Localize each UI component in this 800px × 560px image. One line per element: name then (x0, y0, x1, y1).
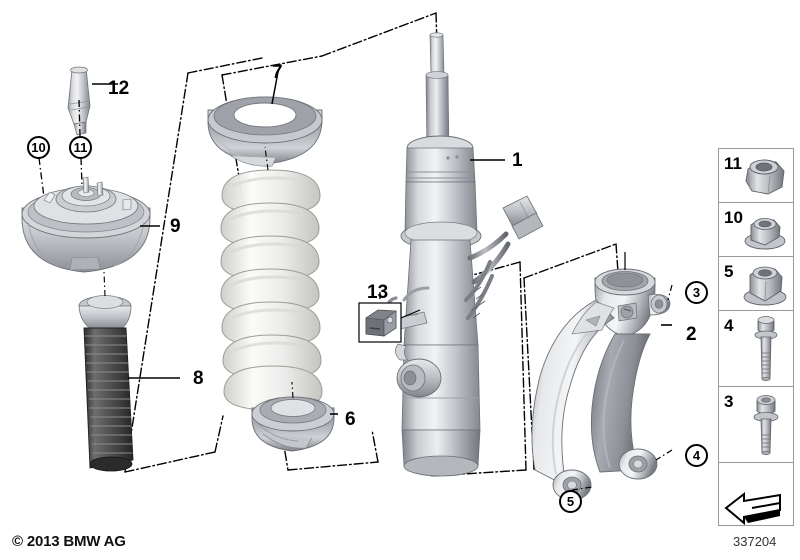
legend-number-11: 11 (724, 154, 742, 173)
flange-nut-icon (744, 218, 786, 250)
callout-2: 2 (686, 324, 697, 345)
group-arm-top (523, 243, 617, 279)
parts-legend-panel: 11 10 5 (718, 148, 794, 526)
legend-item-4: 4 (719, 311, 793, 387)
legend-number-4: 4 (724, 316, 734, 335)
group-mid-bottom (287, 461, 379, 471)
part-12-protective-cap (67, 66, 91, 136)
part-9-strut-mount (21, 176, 151, 273)
legend-number-10: 10 (724, 208, 743, 227)
group-arm-top-riser (615, 243, 619, 273)
group-left-top (187, 57, 263, 74)
callout-1: 1 (512, 150, 523, 171)
callout-8: 8 (193, 368, 204, 389)
callout-circle-3: 3 (685, 281, 708, 304)
part-13-cable-clip (358, 302, 402, 343)
direction-of-travel-symbol (718, 486, 794, 526)
callout-7: 7 (272, 62, 283, 83)
part-7-upper-spring-pad (207, 96, 323, 167)
leader-3 (667, 284, 673, 301)
electrical-harness (464, 195, 544, 320)
leader-13-right (400, 309, 421, 319)
part-6-lower-spring-pad (251, 396, 335, 452)
part-2-swivel-bearing-fork (531, 268, 671, 501)
part-coil-spring (220, 169, 323, 411)
callout-12: 12 (108, 78, 130, 99)
group-mid-top (221, 55, 323, 76)
part-8-dust-boot (78, 295, 134, 472)
legend-number-3: 3 (724, 392, 734, 411)
callout-13: 13 (367, 282, 389, 303)
part-1-shock-absorber (386, 32, 544, 477)
legend-item-3: 3 (719, 387, 793, 463)
group-left-bottom (124, 451, 216, 473)
leader-11-up (78, 99, 81, 137)
group-mid-bottom-riser (371, 429, 379, 463)
legend-item-5: 5 (719, 257, 793, 311)
callout-9: 9 (170, 216, 181, 237)
leader-spring-up (264, 146, 269, 171)
callout-circle-10: 10 (27, 136, 50, 159)
leader-6-up (291, 381, 294, 399)
diagram-number: 337204 (733, 534, 777, 549)
callout-circle-11: 11 (69, 136, 92, 159)
legend-number-5: 5 (724, 262, 734, 281)
group-strut-top (321, 12, 437, 57)
forward-arrow-icon (724, 491, 781, 526)
leader-8-up (103, 271, 106, 297)
group-left-side (124, 72, 189, 473)
callout-circle-5: 5 (559, 490, 582, 513)
copyright-notice: © 2013 BMW AG (12, 533, 126, 550)
flange-nut-tall-icon (743, 266, 787, 306)
hex-flange-bolt-short-icon (753, 395, 779, 456)
callout-6: 6 (345, 409, 356, 430)
callout-circle-4: 4 (685, 444, 708, 467)
group-left-bottom-riser (214, 415, 224, 453)
leader-7 (271, 71, 279, 105)
hex-lock-nut-icon (745, 159, 785, 195)
hex-flange-bolt-long-icon (754, 316, 778, 382)
leader-5 (571, 486, 593, 491)
legend-item-11: 11 (719, 149, 793, 203)
group-strut-right (519, 261, 527, 471)
legend-item-10: 10 (719, 203, 793, 257)
group-arm-left (523, 277, 535, 471)
leader-4 (655, 449, 673, 461)
